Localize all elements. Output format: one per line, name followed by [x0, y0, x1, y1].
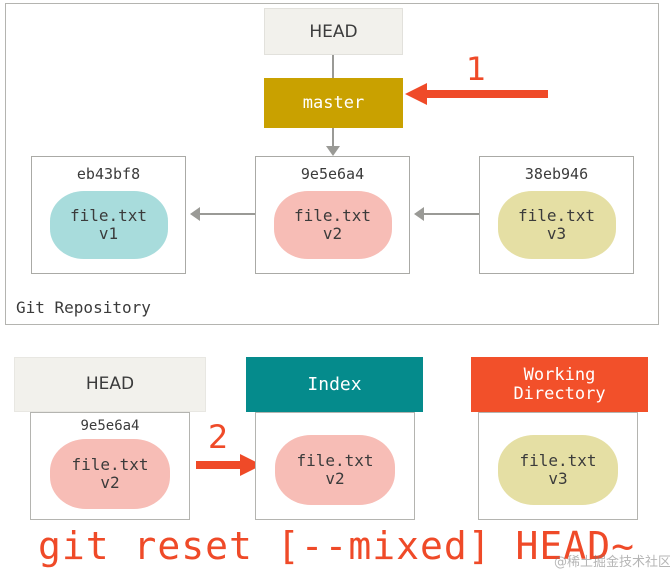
- callout-arrow-1-shaft: [424, 90, 548, 98]
- blob-version: v1: [98, 224, 119, 243]
- area-index-blob: file.txt v2: [275, 435, 395, 505]
- blob-filename: file.txt: [71, 455, 149, 475]
- blob-filename: file.txt: [293, 206, 372, 226]
- arrowhead-commit2-to-commit1-icon: [190, 207, 200, 221]
- arrowhead-master-to-commit-icon: [326, 146, 340, 156]
- commit-box-9e5e6a4: 9e5e6a4 file.txt v2: [255, 156, 410, 274]
- area-body-working-directory: file.txt v3: [478, 412, 638, 520]
- blob-filename: file.txt: [519, 451, 597, 471]
- area-header-head: HEAD: [14, 357, 206, 412]
- area-header-head-label: HEAD: [85, 374, 135, 395]
- callout-number-1: 1: [466, 50, 487, 88]
- commit-blob: file.txt v3: [497, 191, 616, 259]
- area-header-working-directory-label: Working Directory: [513, 364, 606, 404]
- blob-filename: file.txt: [517, 206, 596, 226]
- blob-version: v2: [322, 224, 343, 243]
- blob-filename: file.txt: [296, 451, 374, 471]
- connector-head-to-master: [332, 55, 334, 79]
- master-branch-box: master: [264, 78, 403, 128]
- blob-version: v3: [546, 224, 567, 243]
- area-body-head: 9e5e6a4 file.txt v2: [30, 412, 190, 520]
- wd-header-line2: Directory: [513, 383, 606, 404]
- callout-arrow-2-shaft: [196, 461, 244, 469]
- commit-blob: file.txt v2: [273, 191, 392, 259]
- head-pointer-label: HEAD: [309, 21, 358, 42]
- commit-box-38eb946: 38eb946 file.txt v3: [479, 156, 634, 274]
- commit-sha: eb43bf8: [76, 165, 141, 183]
- area-header-index-label: Index: [307, 373, 362, 395]
- commit-sha: 38eb946: [524, 165, 589, 183]
- area-header-working-directory: Working Directory: [471, 357, 648, 412]
- area-header-index: Index: [246, 357, 423, 412]
- commit-sha: 9e5e6a4: [300, 165, 365, 183]
- wd-header-line1: Working: [523, 364, 596, 385]
- master-branch-label: master: [302, 93, 365, 113]
- arrowhead-commit3-to-commit2-icon: [414, 207, 424, 221]
- commit-box-eb43bf8: eb43bf8 file.txt v1: [31, 156, 186, 274]
- callout-number-2: 2: [208, 418, 229, 456]
- commit-blob: file.txt v1: [49, 191, 168, 259]
- command-caption: git reset [--mixed] HEAD~: [38, 524, 635, 568]
- callout-arrow-1-head-icon: [405, 83, 427, 105]
- connector-master-to-commit: [332, 128, 334, 148]
- blob-version: v3: [548, 469, 568, 488]
- area-body-index: file.txt v2: [255, 412, 415, 520]
- connector-commit3-to-commit2: [424, 213, 479, 215]
- watermark: @稀土掘金技术社区: [554, 555, 670, 570]
- blob-version: v2: [325, 469, 345, 488]
- blob-version: v2: [100, 473, 120, 492]
- connector-commit2-to-commit1: [200, 213, 255, 215]
- area-head-sha: 9e5e6a4: [80, 418, 140, 434]
- head-pointer-box: HEAD: [264, 8, 403, 55]
- area-working-directory-blob: file.txt v3: [498, 435, 618, 505]
- git-repository-label: Git Repository: [16, 298, 151, 317]
- area-head-blob: file.txt v2: [50, 439, 170, 509]
- blob-filename: file.txt: [69, 206, 148, 226]
